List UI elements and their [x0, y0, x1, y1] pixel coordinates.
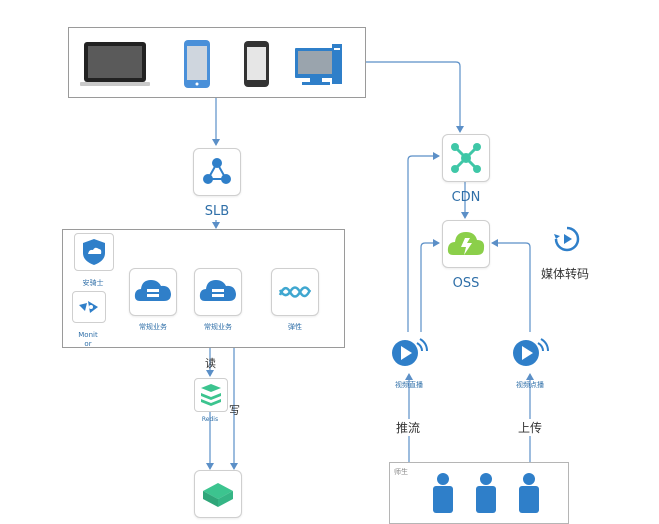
cdn-network-icon — [451, 143, 481, 173]
smartphone-icon — [184, 40, 210, 88]
oss-label: OSS — [452, 276, 480, 291]
edge-write-label: 写 — [229, 404, 240, 417]
users-group-label: 师生 — [394, 468, 408, 476]
client-devices-box — [68, 27, 366, 98]
service-label-2: 常规业务 — [204, 323, 232, 331]
edge-vod-oss — [491, 239, 531, 332]
live-video-icon[interactable] — [389, 333, 429, 373]
slb-node[interactable] — [193, 148, 241, 196]
users-group — [433, 473, 539, 513]
users-box: 师生 — [389, 462, 569, 524]
database-icon — [203, 483, 233, 507]
live-label: 视频直播 — [395, 381, 423, 389]
desktop-computer-icon — [295, 44, 342, 85]
mobile-phone-icon — [244, 41, 269, 87]
user-icon — [476, 473, 496, 513]
oss-storage-icon — [447, 232, 485, 255]
cdn-label: CDN — [451, 190, 481, 205]
user-icon — [433, 473, 453, 513]
edge-push-label: 推流 — [396, 419, 421, 436]
service-node-2[interactable] — [194, 268, 242, 316]
database-node[interactable] — [194, 470, 242, 518]
edge-upload-label: 上传 — [518, 419, 543, 436]
service-label-1: 常规业务 — [139, 323, 167, 331]
user-icon — [519, 473, 539, 513]
edge-read-label: 读 — [205, 357, 216, 370]
elastic-label: 弹性 — [288, 323, 302, 331]
redis-label: Redis — [201, 416, 219, 423]
service-node-1[interactable] — [129, 268, 177, 316]
laptop-icon — [80, 42, 150, 86]
edge-live-cdn — [407, 152, 440, 332]
security-node[interactable] — [74, 233, 114, 271]
redis-node[interactable] — [194, 378, 228, 412]
cloud-server-icon — [199, 280, 236, 301]
elastic-wave-icon — [278, 286, 312, 298]
video-on-demand-icon[interactable] — [510, 333, 550, 373]
media-transcode-icon[interactable] — [553, 225, 581, 253]
monitor-label: Monit or — [78, 331, 98, 348]
monitor-node[interactable] — [72, 291, 106, 323]
security-label: 安骑士 — [82, 279, 104, 287]
edge-devices-cdn — [364, 61, 464, 133]
redis-stack-icon — [201, 384, 221, 406]
shield-icon — [83, 239, 105, 265]
vod-label: 视频点播 — [516, 381, 544, 389]
oss-node[interactable] — [442, 220, 490, 268]
cdn-node[interactable] — [442, 134, 490, 182]
slb-label: SLB — [204, 204, 230, 219]
elastic-node[interactable] — [271, 268, 319, 316]
cloud-server-icon — [134, 280, 171, 301]
client-devices-group — [80, 40, 342, 88]
monitor-icon — [79, 301, 98, 313]
connector-lines — [206, 61, 534, 470]
load-balancer-icon — [203, 158, 231, 184]
edge-live-oss — [420, 239, 440, 332]
media-transcode-label: 媒体转码 — [541, 267, 590, 281]
